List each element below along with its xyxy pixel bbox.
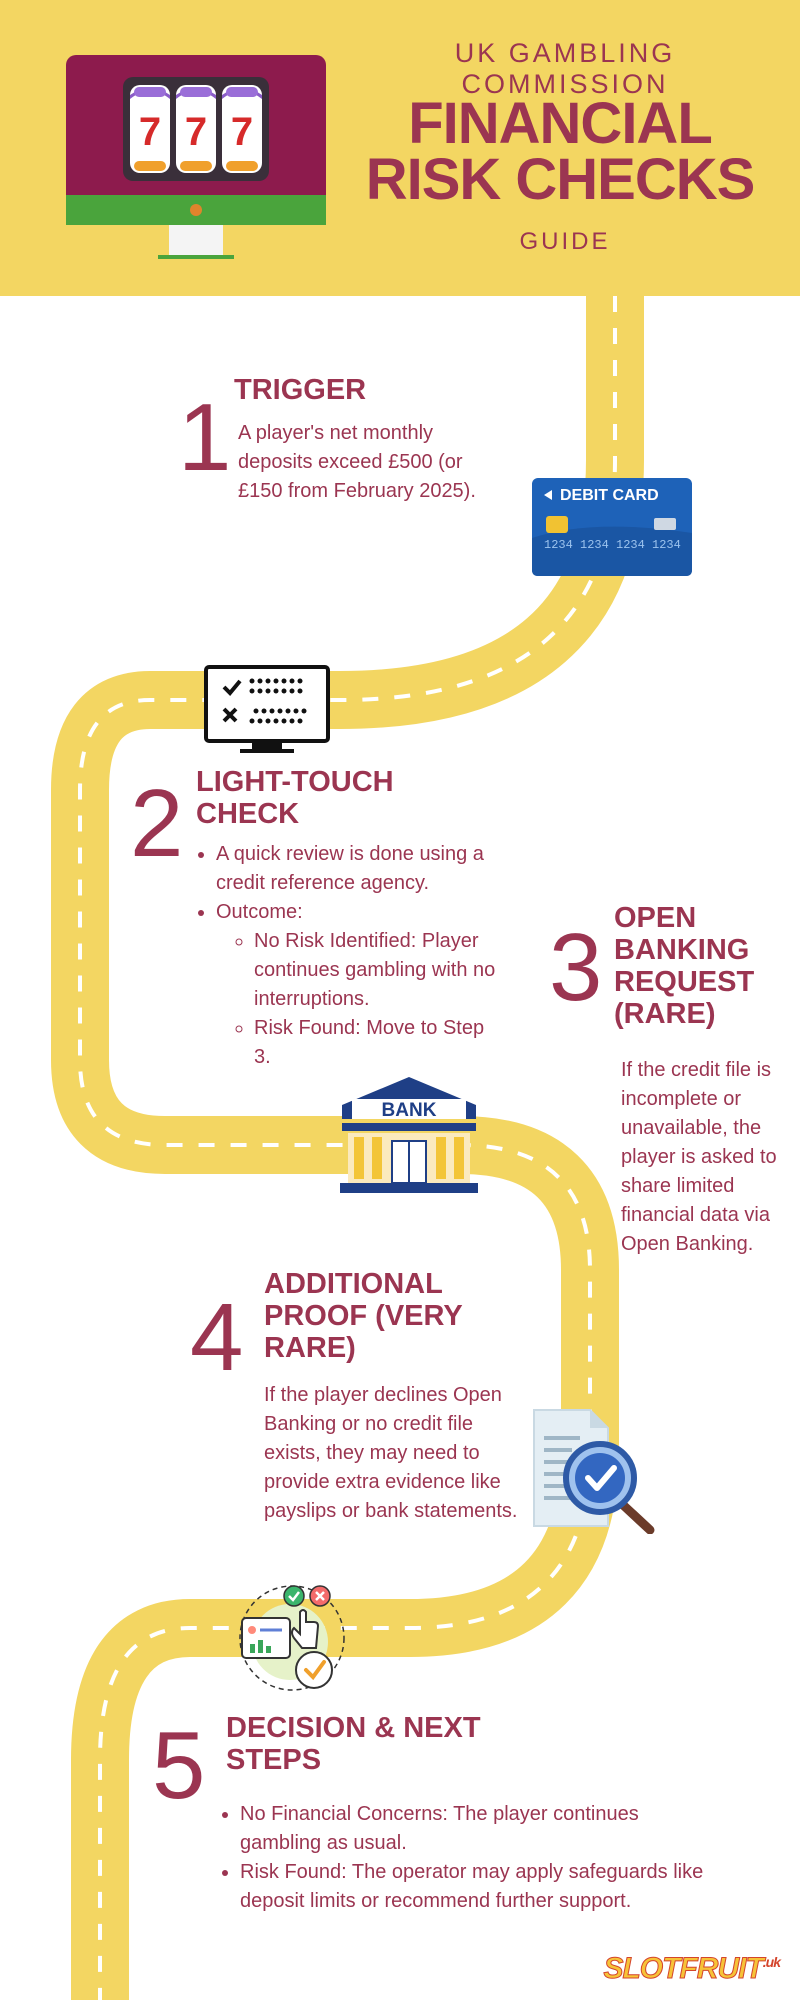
step-2-sub-bullet-1: No Risk Identified: Player continues gam… (254, 927, 504, 1014)
guide-label: GUIDE (519, 228, 611, 255)
step-3-title: OPEN BANKING REQUEST (RARE) (614, 902, 754, 1030)
step-2-bullet-2: Outcome: No Risk Identified: Player cont… (216, 898, 504, 1072)
step-1-title: TRIGGER (234, 374, 367, 406)
card-number: 1234 1234 1234 1234 (544, 538, 681, 552)
step-3-title-line-2: BANKING (614, 934, 750, 966)
slot-digit-3: 7 (231, 110, 253, 154)
step-4-title-line-2: PROOF (VERY (264, 1300, 463, 1332)
decision-checklist-icon (239, 1585, 345, 1691)
step-5-body: No Financial Concerns: The player contin… (218, 1800, 708, 1916)
step-5-title: DECISION & NEXT STEPS (226, 1712, 481, 1776)
step-5-bullet-1: No Financial Concerns: The player contin… (240, 1800, 708, 1858)
step-3-text: If the credit file is incomplete or unav… (621, 1059, 777, 1255)
card-label: DEBIT CARD (560, 487, 659, 504)
logo-suffix: .uk (762, 1954, 781, 1970)
step-5-title-line-2: STEPS (226, 1744, 322, 1776)
page-title: FINANCIAL RISK CHECKS (345, 91, 775, 212)
slot-digit-2: 7 (185, 110, 207, 154)
step-5-number: 5 (152, 1712, 206, 1819)
step-5-bullet-2: Risk Found: The operator may apply safeg… (240, 1858, 708, 1916)
step-5-title-line-1: DECISION & NEXT (226, 1712, 481, 1744)
step-2-title-line-2: CHECK (196, 798, 300, 830)
step-1-number: 1 (178, 384, 232, 491)
step-1-text: A player's net monthly deposits exceed £… (238, 422, 476, 502)
organization-label: UK GAMBLING COMMISSION (454, 38, 676, 99)
step-3-title-line-1: OPEN (614, 902, 697, 934)
step-2-body: A quick review is done using a credit re… (194, 840, 504, 1072)
step-4-title-line-3: RARE) (264, 1332, 356, 1364)
step-4-title-line-1: ADDITIONAL (264, 1268, 443, 1300)
checklist-monitor-icon (204, 665, 330, 753)
step-2-title: LIGHT-TOUCH CHECK (196, 766, 394, 830)
logo-text: SLOTFRUIT (603, 1952, 764, 1986)
title-line-2: RISK CHECKS (365, 147, 756, 212)
slot-digit-1: 7 (139, 110, 161, 154)
step-3-title-line-3: REQUEST (614, 966, 755, 998)
step-2-number: 2 (130, 770, 184, 877)
debit-card-icon: DEBIT CARD 1234 1234 1234 1234 (532, 478, 692, 576)
step-4-title: ADDITIONAL PROOF (VERY RARE) (264, 1268, 463, 1364)
step-3-title-line-4: (RARE) (614, 998, 716, 1030)
step-2-bullet-1: A quick review is done using a credit re… (216, 840, 504, 898)
slotfruit-logo: SLOTFRUIT.uk (570, 1952, 781, 1986)
bank-label: BANK (382, 1100, 437, 1121)
bank-icon: BANK (340, 1077, 478, 1193)
step-2-sub-bullet-2: Risk Found: Move to Step 3. (254, 1014, 504, 1072)
slot-machine-monitor-icon: 7 7 7 (66, 55, 326, 259)
step-2-title-line-1: LIGHT-TOUCH (196, 766, 394, 798)
title-line-1: FINANCIAL (408, 91, 713, 156)
step-3-number: 3 (549, 914, 603, 1021)
step-2-bullet-2-label: Outcome: (216, 901, 303, 923)
step-4-number: 4 (190, 1284, 244, 1391)
document-magnifier-check-icon (533, 1409, 655, 1534)
step-4-text: If the player declines Open Banking or n… (264, 1384, 518, 1522)
